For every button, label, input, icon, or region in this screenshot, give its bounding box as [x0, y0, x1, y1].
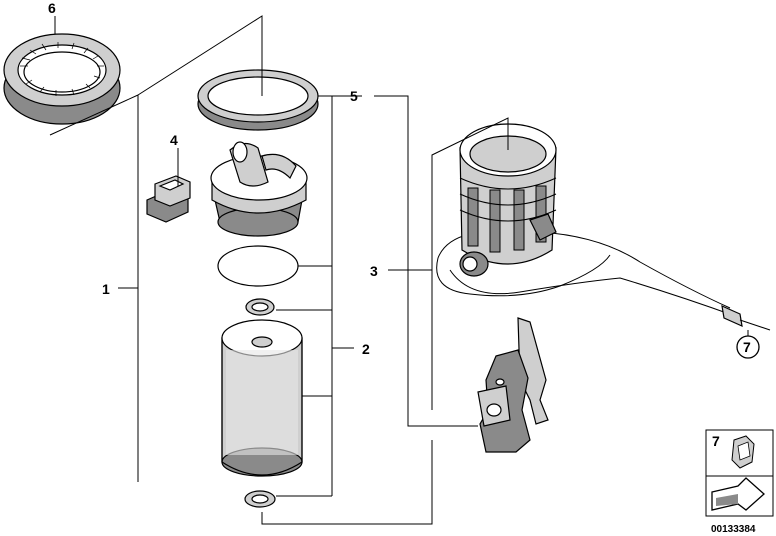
callout-7-label: 7 [743, 339, 751, 355]
callout-1: 1 [102, 281, 110, 297]
callout-6: 6 [48, 0, 56, 16]
arrow-icon [711, 477, 765, 511]
callout-3: 3 [370, 263, 378, 279]
filter-head [210, 141, 308, 237]
callout-7-circled: 7 [736, 335, 760, 359]
callout-5: 5 [350, 88, 358, 104]
callout-4: 4 [170, 132, 178, 148]
clip-part-4 [146, 175, 191, 223]
seal-ring-part-5 [197, 69, 319, 131]
filter-cartridge [221, 319, 303, 477]
seal-ring-part-6 [3, 33, 121, 125]
clip-icon [731, 435, 755, 469]
legend-box: 7 [705, 429, 774, 517]
o-ring-small-upper [245, 298, 275, 316]
bracket [477, 317, 549, 453]
callout-2: 2 [362, 341, 370, 357]
o-ring-large [217, 245, 299, 287]
pump-housing-part-3 [436, 123, 771, 331]
legend-number: 7 [712, 433, 720, 449]
leader-lines [49, 15, 749, 525]
catalog-number: 00133384 [711, 524, 756, 535]
o-ring-small-lower [244, 490, 276, 508]
